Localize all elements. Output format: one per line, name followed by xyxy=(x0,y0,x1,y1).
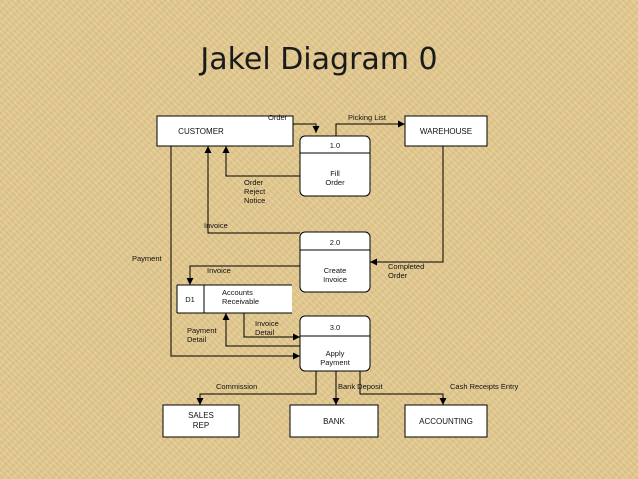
entity-bank-label: BANK xyxy=(323,417,345,426)
entity-accounting: ACCOUNTING xyxy=(404,404,488,438)
label-picking-list: Picking List xyxy=(348,113,387,122)
data-store-name-2: Receivable xyxy=(222,297,259,306)
label-order: Order xyxy=(268,113,288,122)
flow-invoice-detail xyxy=(243,313,300,341)
entity-accounting-label: ACCOUNTING xyxy=(419,417,473,426)
flow-payment-detail xyxy=(222,313,300,347)
label-payment: Payment xyxy=(132,254,163,263)
label-order-reject-notice-2: Reject xyxy=(244,187,266,196)
entity-sales-rep-label-1: SALES xyxy=(188,411,214,420)
process-apply-payment-name-2: Payment xyxy=(320,358,351,367)
flow-lines xyxy=(170,120,447,405)
flow-commission xyxy=(196,371,317,405)
label-cash-receipts-entry: Cash Receipts Entry xyxy=(450,382,519,391)
entity-bank: BANK xyxy=(289,404,379,438)
label-commission: Commission xyxy=(216,382,257,391)
process-apply-payment-name-1: Apply xyxy=(326,349,345,358)
label-order-reject-notice-1: Order xyxy=(244,178,264,187)
label-invoice-top: Invoice xyxy=(204,221,228,230)
flow-invoice-mid xyxy=(186,265,300,285)
label-invoice-detail-2: Detail xyxy=(255,328,275,337)
process-create-invoice: 2.0 Create Invoice xyxy=(299,231,371,293)
entity-sales-rep: SALES REP xyxy=(162,404,240,438)
data-store-id: D1 xyxy=(185,295,195,304)
process-create-invoice-name-2: Invoice xyxy=(323,275,347,284)
label-order-reject-notice-3: Notice xyxy=(244,196,265,205)
flow-picking-list xyxy=(335,120,405,141)
process-create-invoice-id: 2.0 xyxy=(330,238,340,247)
page-title: Jakel Diagram 0 xyxy=(200,42,438,77)
flow-completed-order xyxy=(370,146,444,266)
entity-warehouse: WAREHOUSE xyxy=(404,115,488,147)
process-fill-order-name-1: Fill xyxy=(330,169,340,178)
entity-customer-label: CUSTOMER xyxy=(178,127,224,136)
label-payment-detail-1: Payment xyxy=(187,326,218,335)
data-store-name-1: Accounts xyxy=(222,288,253,297)
label-completed-order-2: Order xyxy=(388,271,408,280)
flow-payment xyxy=(170,146,300,360)
label-invoice-mid: Invoice xyxy=(207,266,231,275)
label-payment-detail-2: Detail xyxy=(187,335,207,344)
flow-labels: Order Picking List Order Reject Notice I… xyxy=(132,113,519,391)
flow-order-reject-notice xyxy=(222,146,300,177)
process-create-invoice-name-1: Create xyxy=(324,266,347,275)
label-completed-order-1: Completed xyxy=(388,262,424,271)
entity-customer: CUSTOMER xyxy=(156,115,294,147)
label-bank-deposit: Bank Deposit xyxy=(338,382,384,391)
process-fill-order: 1.0 Fill Order xyxy=(299,135,371,197)
process-apply-payment-id: 3.0 xyxy=(330,323,340,332)
process-fill-order-id: 1.0 xyxy=(330,141,340,150)
process-apply-payment: 3.0 Apply Payment xyxy=(299,315,371,372)
entity-sales-rep-label-2: REP xyxy=(193,421,209,430)
data-store-accounts-receivable: D1 Accounts Receivable xyxy=(176,284,292,314)
entity-warehouse-label: WAREHOUSE xyxy=(420,127,472,136)
process-fill-order-name-2: Order xyxy=(325,178,345,187)
flow-invoice-top xyxy=(204,146,300,234)
flow-cash-receipts-entry xyxy=(359,371,447,405)
label-invoice-detail-1: Invoice xyxy=(255,319,279,328)
